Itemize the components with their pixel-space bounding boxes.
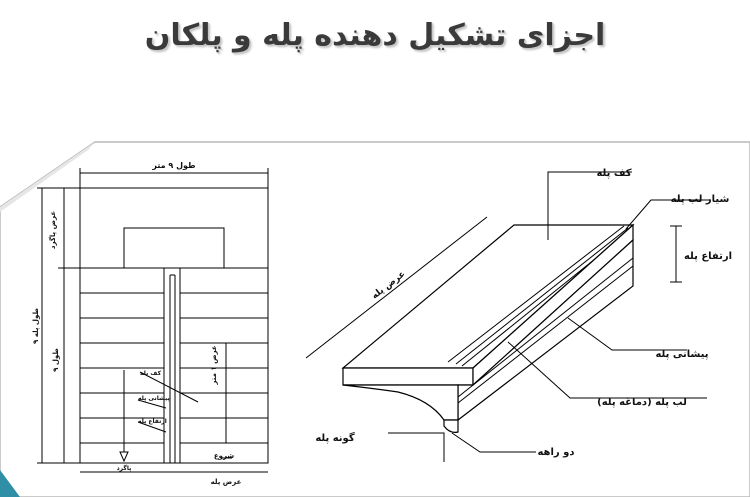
- stair-section: [305, 216, 635, 433]
- plan-left-inner-label: طول ۹: [52, 348, 60, 372]
- plan-left-length-label: طول پله ۹: [32, 308, 40, 344]
- stair-plan: [37, 168, 269, 473]
- plan-center-vertical-label: عرض ۱ متر: [210, 345, 218, 385]
- section-ertefa-label: ارتفاع پله: [684, 251, 732, 262]
- plan-riser-label: کف پله: [140, 370, 162, 377]
- plan-nosing-label: ارتفاع پله: [138, 418, 167, 425]
- section-shiyar-label: شیار لب پله: [671, 194, 730, 205]
- plan-tread-label: پیشانی پله: [138, 395, 170, 402]
- riser-height-dimension: [670, 225, 682, 283]
- section-lab-label: لب پله (دماغه پله): [597, 397, 687, 408]
- plan-bottom-label: عرض پله: [211, 478, 242, 486]
- page-title: اجزای تشکیل دهنده پله و پلکان: [144, 18, 606, 53]
- plan-start-label: پاگرد: [117, 464, 132, 472]
- teal-corner-accent: [0, 470, 20, 497]
- card-background: [0, 141, 750, 497]
- plan-left-width-label: عرض پاگرد: [48, 211, 57, 249]
- plan-bottom-right-label: شروع: [214, 452, 234, 460]
- section-kaf-label: کف پله: [596, 168, 631, 179]
- card-shadow: [0, 142, 95, 212]
- section-leaders: [388, 171, 710, 462]
- plan-top-label: طول ۹ متر: [151, 161, 195, 170]
- section-doraheh-label: دو راهه: [537, 447, 574, 458]
- section-gune-label: گونه پله: [315, 431, 354, 444]
- section-pishani-label: پیشانی پله: [655, 349, 708, 360]
